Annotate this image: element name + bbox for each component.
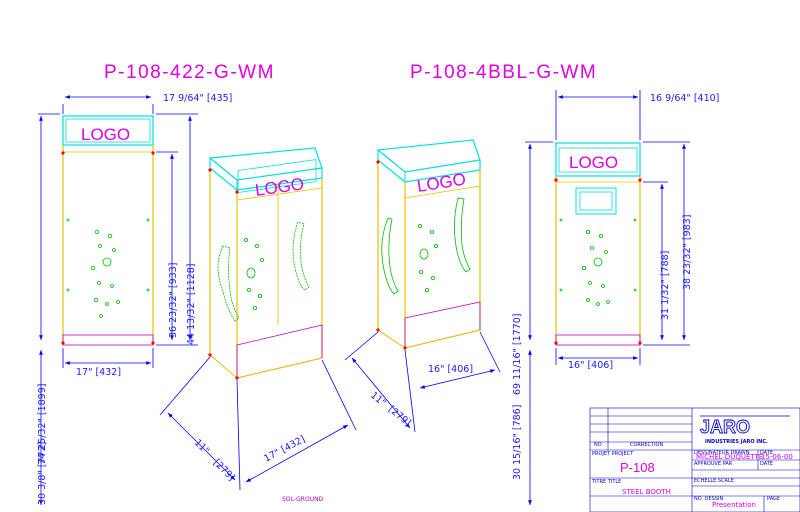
dim-left-total-height: 74 25/32" [1899] bbox=[37, 384, 48, 465]
tb-project-label: PROJET PROJECT bbox=[592, 451, 634, 457]
tb-project: P-108 bbox=[620, 460, 655, 475]
dim-left-inner-height: 44 13/32" [1128] bbox=[186, 264, 197, 345]
tb-title: STEEL BOOTH bbox=[622, 488, 671, 496]
ground-label: SOL-GROUND bbox=[282, 496, 324, 503]
tb-date2-label: DATE bbox=[760, 461, 773, 467]
tb-drawing-no: Presentation bbox=[712, 501, 756, 509]
title-block bbox=[589, 407, 800, 512]
dim-left-width-top: 17 9/64" [435] bbox=[163, 93, 232, 104]
model-title-left: P-108-422-G-WM bbox=[104, 62, 275, 83]
left-dimension-lines bbox=[38, 95, 198, 505]
tb-drawn-by: MICHEL DUQUETTE bbox=[696, 453, 763, 461]
dim-right-width-top: 16 9/64" [410] bbox=[650, 93, 719, 104]
right-front-elevation bbox=[554, 142, 642, 346]
tb-col-no: NO bbox=[594, 442, 602, 448]
logo-text-right: LOGO bbox=[569, 153, 618, 172]
dim-left-mid-height: 36 23/32" [933] bbox=[168, 263, 179, 338]
tb-title-label: TITRE TITLE bbox=[591, 479, 621, 485]
model-title-right: P-108-4BBL-G-WM bbox=[410, 62, 597, 83]
dim-right-inner-height: 38 23/32" [983] bbox=[682, 215, 693, 290]
right-iso-dimension-lines bbox=[344, 331, 501, 433]
tb-drawn-label: DESSINATEUR DRAWN bbox=[694, 450, 750, 456]
tb-company: JARO bbox=[700, 417, 750, 437]
dim-iso-left-depth-mm: [279] bbox=[211, 457, 237, 483]
dim-left-base: 30 3/8" [772] bbox=[37, 442, 48, 505]
right-dimension-lines bbox=[525, 90, 690, 505]
jaro-logo: JARO bbox=[700, 415, 790, 437]
dim-iso-right-depth: 11" bbox=[368, 390, 388, 409]
logo-text-iso-right: LOGO bbox=[416, 169, 467, 195]
logo-text-iso-left: LOGO bbox=[254, 174, 305, 200]
dim-right-mid-height: 31 1/32" [788] bbox=[660, 251, 671, 320]
dim-iso-right-width: 16" [406] bbox=[428, 364, 473, 375]
tb-page-label: PAGE bbox=[767, 496, 780, 502]
tb-approval-label: APPROUVE PAR bbox=[694, 461, 733, 467]
left-iso-dimension-lines bbox=[159, 356, 357, 491]
tb-scale-label: ECHELLE SCALE bbox=[694, 478, 734, 484]
tb-drawing-no-label: NO. DESSIN bbox=[694, 496, 723, 502]
right-isometric-booth bbox=[376, 139, 481, 350]
dim-right-base: 30 15/16" [786] bbox=[512, 405, 523, 480]
tb-date-label: DATE bbox=[760, 450, 773, 456]
tb-date: 15-06-00 bbox=[761, 453, 793, 461]
tb-company-full: INDUSTRIES JARO INC. bbox=[705, 439, 768, 445]
left-isometric-booth bbox=[208, 147, 323, 380]
logo-text: LOGO bbox=[81, 125, 130, 144]
dim-right-width-bottom: 16" [406] bbox=[568, 360, 613, 371]
dim-left-width-bottom: 17" [432] bbox=[76, 367, 121, 378]
left-front-elevation bbox=[61, 115, 155, 346]
dim-right-total-height: 69 11/16" [1770] bbox=[512, 314, 523, 395]
tb-col-correction: CORRECTION bbox=[630, 442, 663, 448]
dim-iso-right-depth-mm: [279] bbox=[386, 404, 413, 429]
